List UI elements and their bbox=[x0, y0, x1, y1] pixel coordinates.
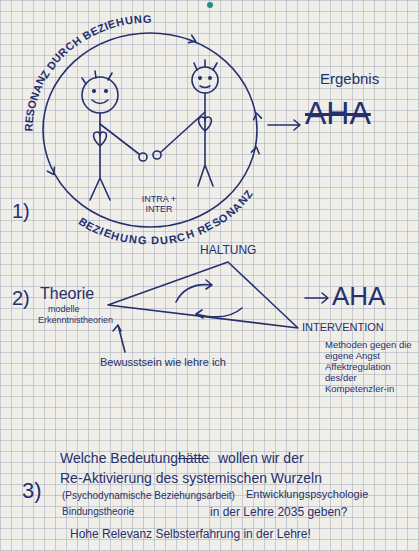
arc-letter: H bbox=[115, 16, 125, 29]
arc-letter: N bbox=[128, 234, 137, 246]
handwritten-label: wollen wir der bbox=[218, 450, 304, 466]
arc-letter: D bbox=[151, 235, 159, 246]
handwritten-label: 2) bbox=[12, 287, 30, 310]
arc-letter bbox=[147, 235, 150, 246]
handwritten-label: Re-Aktivierung des systemischen Wurzeln bbox=[60, 470, 322, 486]
handwritten-label: modelle bbox=[48, 304, 80, 314]
arc-letter: G bbox=[143, 13, 152, 24]
handwritten-label: AHA bbox=[332, 282, 385, 312]
handwritten-label: in der Lehre 2035 geben? bbox=[210, 506, 347, 520]
handwritten-label: Hohe Relevanz Selbsterfahrung in der Leh… bbox=[70, 528, 311, 542]
arc-letter: R bbox=[23, 124, 34, 132]
handwritten-label: HALTUNG bbox=[200, 244, 256, 258]
handwritten-label: 3) bbox=[22, 478, 42, 503]
arc-letter: U bbox=[159, 234, 168, 246]
handwritten-label: Bewusstsein wie lehre ich bbox=[100, 356, 226, 369]
arc-letter: E bbox=[24, 116, 36, 124]
handwritten-label: Entwicklungspsychologie bbox=[246, 488, 368, 501]
handwritten-label: (Psychodynamische Beziehungsarbeit) bbox=[62, 490, 235, 502]
handwritten-label: Welche Bedeutung bbox=[60, 450, 178, 466]
handwritten-label: 1) bbox=[12, 200, 30, 223]
relation-circle: INTRA + INTER bbox=[42, 32, 258, 228]
handwritten-label: Theorie bbox=[40, 285, 94, 303]
node-text: INTRA + INTER bbox=[138, 195, 180, 215]
arc-letter: H bbox=[184, 228, 195, 241]
handwritten-label: AHA bbox=[305, 95, 371, 132]
handwritten-label: hätte bbox=[178, 450, 209, 466]
arc-letter: N bbox=[134, 14, 143, 26]
arc-letter: G bbox=[138, 235, 147, 247]
arc-letter: U bbox=[119, 232, 129, 244]
handwritten-label: INTERVENTION bbox=[302, 321, 384, 334]
handwritten-label: Erkenntnistheorien bbox=[38, 315, 113, 325]
handwritten-label: Ergebnis bbox=[320, 70, 379, 87]
circle-line bbox=[43, 33, 257, 227]
handwritten-label: Methoden gegen die eigene Angst Affektre… bbox=[325, 340, 413, 395]
handwritten-label: Bindungstheorie bbox=[62, 506, 134, 518]
arc-letter: U bbox=[124, 15, 134, 27]
